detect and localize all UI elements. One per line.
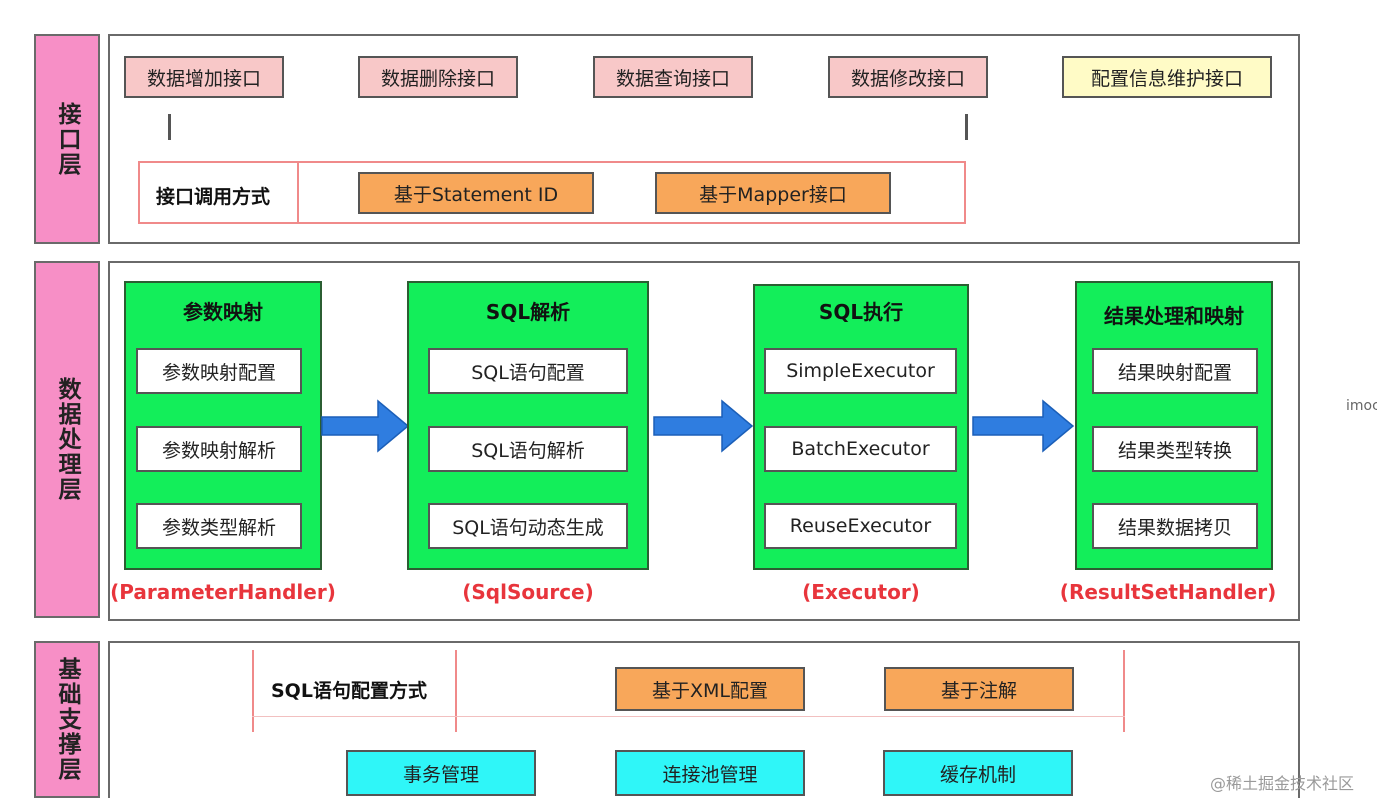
block-sql-execution-item-3: ReuseExecutor <box>764 503 957 549</box>
layer-label-support-text: 基础支撑层 <box>54 657 80 782</box>
support-frame-left <box>252 650 254 732</box>
layer-label-support: 基础支撑层 <box>34 641 100 798</box>
api-box-add: 数据增加接口 <box>124 56 284 98</box>
block-sql-execution-title: SQL执行 <box>818 300 904 324</box>
api-box-query: 数据查询接口 <box>593 56 753 98</box>
config-method-annotation: 基于注解 <box>884 667 1074 711</box>
block-sql-parsing-title: SQL解析 <box>485 300 571 324</box>
block-parameter-mapping-item-2: 参数映射解析 <box>136 426 302 472</box>
block-result-mapping-title: 结果处理和映射 <box>1104 304 1244 328</box>
handler-label-resultset: (ResultSetHandler) <box>1059 580 1277 604</box>
block-parameter-mapping-item-1: 参数映射配置 <box>136 348 302 394</box>
layer-label-interface: 接口层 <box>34 34 100 244</box>
block-result-mapping-item-3: 结果数据拷贝 <box>1092 503 1258 549</box>
handler-label-parameter: (ParameterHandler) <box>110 580 336 604</box>
side-text: imoc <box>1346 398 1377 414</box>
block-sql-parsing-item-1: SQL语句配置 <box>428 348 628 394</box>
flow-arrow-2 <box>652 399 754 453</box>
flow-arrow-3 <box>971 399 1075 453</box>
watermark: @稀土掘金技术社区 <box>1210 774 1355 793</box>
block-sql-parsing-item-3: SQL语句动态生成 <box>428 503 628 549</box>
service-transaction: 事务管理 <box>346 750 536 796</box>
api-box-delete: 数据删除接口 <box>358 56 518 98</box>
layer-label-processing: 数据处理层 <box>34 261 100 618</box>
flow-arrow-1 <box>320 399 410 453</box>
connector-line-left <box>168 114 171 140</box>
sql-config-label: SQL语句配置方式 <box>271 680 427 702</box>
call-method-statement-id: 基于Statement ID <box>358 172 594 214</box>
call-method-label: 接口调用方式 <box>156 186 271 208</box>
block-result-mapping-item-2: 结果类型转换 <box>1092 426 1258 472</box>
call-method-divider <box>297 161 299 224</box>
service-cache: 缓存机制 <box>883 750 1073 796</box>
block-sql-parsing-item-2: SQL语句解析 <box>428 426 628 472</box>
layer-label-interface-text: 接口层 <box>54 101 80 177</box>
config-method-xml: 基于XML配置 <box>615 667 805 711</box>
connector-line-right <box>965 114 968 140</box>
service-connection-pool: 连接池管理 <box>615 750 805 796</box>
call-method-frame <box>138 161 966 224</box>
handler-label-executor: (Executor) <box>802 580 920 604</box>
support-frame-bottom <box>252 716 1125 717</box>
api-box-update: 数据修改接口 <box>828 56 988 98</box>
support-frame-divider <box>455 650 457 732</box>
call-method-mapper: 基于Mapper接口 <box>655 172 891 214</box>
block-sql-execution-item-1: SimpleExecutor <box>764 348 957 394</box>
block-sql-execution-item-2: BatchExecutor <box>764 426 957 472</box>
block-parameter-mapping-title: 参数映射 <box>183 300 263 324</box>
layer-label-processing-text: 数据处理层 <box>54 377 80 502</box>
block-parameter-mapping-item-3: 参数类型解析 <box>136 503 302 549</box>
block-result-mapping-item-1: 结果映射配置 <box>1092 348 1258 394</box>
support-frame-right <box>1123 650 1125 732</box>
handler-label-sqlsource: (SqlSource) <box>462 580 594 604</box>
api-box-config: 配置信息维护接口 <box>1062 56 1272 98</box>
